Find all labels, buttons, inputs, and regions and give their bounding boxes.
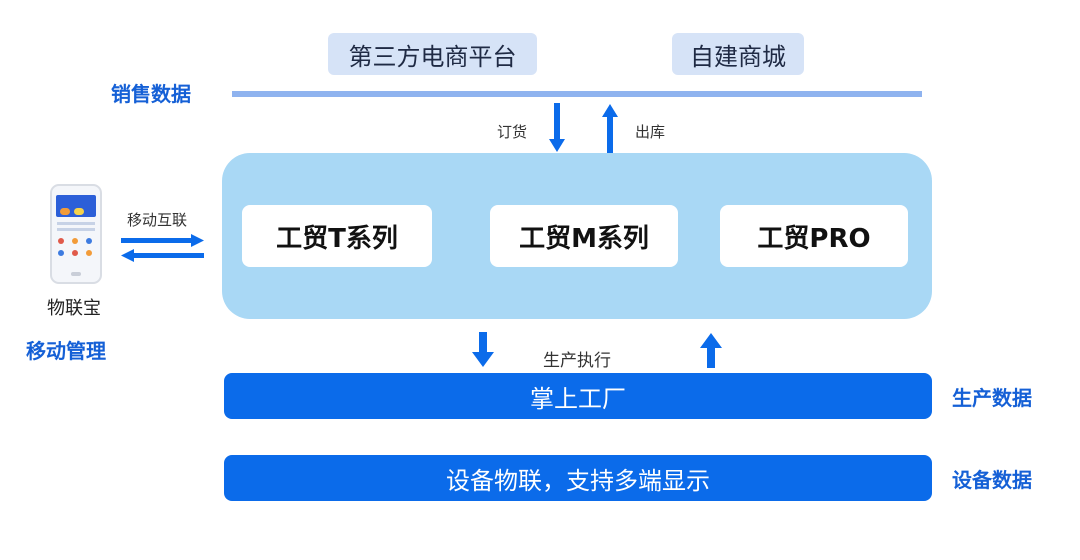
phone-app-icon <box>50 184 102 284</box>
series-t-card: 工贸T系列 <box>242 205 432 267</box>
prod-exec-label: 生产执行 <box>543 351 611 371</box>
device-iot-bar: 设备物联，支持多端显示 <box>224 455 932 501</box>
prod-data-label: 生产数据 <box>952 386 1032 410</box>
prod-exec-down-arrow <box>472 332 494 367</box>
mobile-link-right-arrow <box>121 234 204 247</box>
sales-data-line <box>232 91 922 97</box>
order-down-arrow <box>549 103 565 152</box>
device-data-label: 设备数据 <box>952 468 1032 492</box>
palm-factory-bar: 掌上工厂 <box>224 373 932 419</box>
series-m-card: 工贸M系列 <box>490 205 678 267</box>
sales-data-label: 销售数据 <box>111 82 191 106</box>
mobile-link-label: 移动互联 <box>127 211 188 229</box>
prod-exec-up-arrow <box>700 333 722 368</box>
series-pro-card: 工贸PRO <box>720 205 908 267</box>
phone-name-label: 物联宝 <box>47 298 101 319</box>
mobile-mgmt-label: 移动管理 <box>26 339 106 363</box>
outbound-label: 出库 <box>635 123 666 141</box>
order-label: 订货 <box>497 123 528 141</box>
third-party-platform-chip: 第三方电商平台 <box>328 33 537 75</box>
own-mall-chip: 自建商城 <box>672 33 804 75</box>
outbound-up-arrow <box>602 104 618 153</box>
mobile-link-left-arrow <box>121 249 204 262</box>
